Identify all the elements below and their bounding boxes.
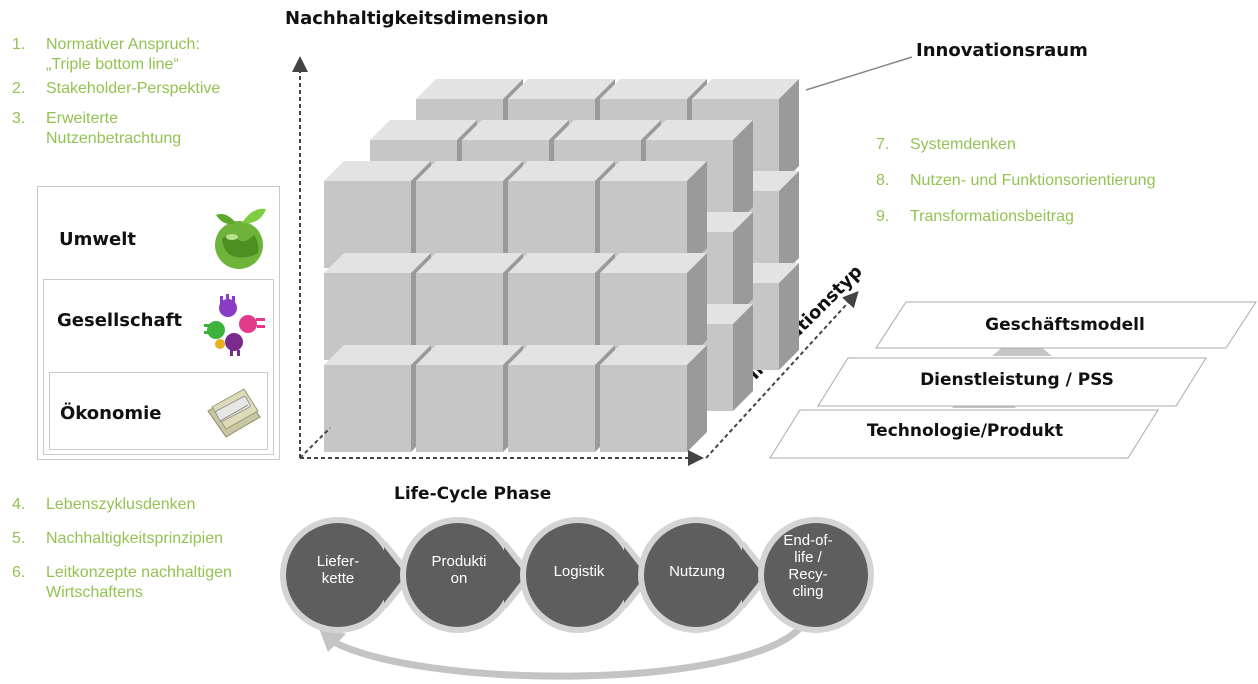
innovation-type-dienstleistung: Dienstleistung / PSS bbox=[920, 370, 1114, 390]
list-item-5: 5. Nachhaltigkeitsprinzipien bbox=[12, 530, 223, 547]
list-item-7: 7. Systemdenken bbox=[876, 136, 1016, 153]
cube-block bbox=[508, 253, 615, 360]
connector-line bbox=[805, 56, 913, 91]
colorful-hands-icon bbox=[204, 294, 265, 356]
life-cycle-chain bbox=[280, 517, 874, 633]
phase-circle bbox=[520, 517, 654, 633]
phase-circle bbox=[758, 517, 874, 633]
list-item-4: 4. Lebenszyklusdenken bbox=[12, 496, 196, 513]
list-item-3: 3. Erweiterte Nutzenbetrachtung bbox=[12, 110, 182, 147]
dimension-label-gesellschaft: Gesellschaft bbox=[57, 310, 183, 331]
list-item-6: 6. Leitkonzepte nachhaltigen Wirtschafte… bbox=[12, 564, 232, 601]
cube-block bbox=[600, 253, 707, 360]
dimension-label-oekonomie: Ökonomie bbox=[60, 403, 162, 424]
money-stack-icon bbox=[207, 388, 261, 438]
phase-produktion: Produkti on bbox=[431, 553, 487, 587]
axis-depth-left bbox=[299, 427, 331, 459]
dimension-box-umwelt: Umwelt Gesellschaft Ökonomie bbox=[37, 186, 280, 460]
cube-block bbox=[416, 345, 523, 452]
dimension-box-gesellschaft: Gesellschaft Ökonomie bbox=[43, 279, 274, 455]
axis-depth bbox=[705, 291, 859, 459]
innovation-type-technologie: Technologie/Produkt bbox=[866, 421, 1064, 441]
cube-block bbox=[600, 161, 707, 268]
list-right: 7. Systemdenken 8. Nutzen- und Funktions… bbox=[876, 135, 1236, 227]
list-item-1: 1. Normativer Anspruch: „Triple bottom l… bbox=[12, 36, 200, 73]
axis-title-vertical: Nachhaltigkeitsdimension bbox=[285, 8, 549, 29]
phase-end-of-life: End-of- life / Recy- cling bbox=[783, 532, 833, 600]
cube-block bbox=[508, 161, 615, 268]
cube-block bbox=[416, 253, 523, 360]
phase-lieferkette: Liefer- kette bbox=[316, 553, 360, 587]
dimension-box-oekonomie: Ökonomie bbox=[49, 372, 268, 450]
phase-circle bbox=[280, 517, 414, 633]
cube-block bbox=[324, 161, 431, 268]
phase-logistik: Logistik bbox=[553, 563, 605, 580]
cube-label: Innovationsraum bbox=[916, 40, 1088, 61]
list-item-2: 2. Stakeholder-Perspektive bbox=[12, 80, 221, 97]
cube-block bbox=[416, 161, 523, 268]
cube-block bbox=[324, 345, 431, 452]
cube-block bbox=[600, 345, 707, 452]
list-item-9: 9. Transformationsbeitrag bbox=[876, 208, 1074, 225]
axis-title-horizontal: Life-Cycle Phase bbox=[394, 484, 552, 504]
globe-leaf-icon bbox=[215, 208, 266, 269]
list-bottom: 4. Lebenszyklusdenken 5. Nachhaltigkeits… bbox=[12, 495, 282, 603]
dimension-label-umwelt: Umwelt bbox=[59, 229, 136, 250]
list-top: 1. Normativer Anspruch: „Triple bottom l… bbox=[12, 35, 272, 149]
cube-block bbox=[508, 345, 615, 452]
cube-blocks bbox=[324, 79, 799, 452]
list-item-8: 8. Nutzen- und Funktionsorientierung bbox=[876, 172, 1156, 189]
phase-circle bbox=[638, 517, 772, 633]
innovation-type-geschaeftsmodell: Geschäftsmodell bbox=[985, 315, 1145, 335]
phase-nutzung: Nutzung bbox=[669, 563, 725, 580]
cube-block bbox=[324, 253, 431, 360]
